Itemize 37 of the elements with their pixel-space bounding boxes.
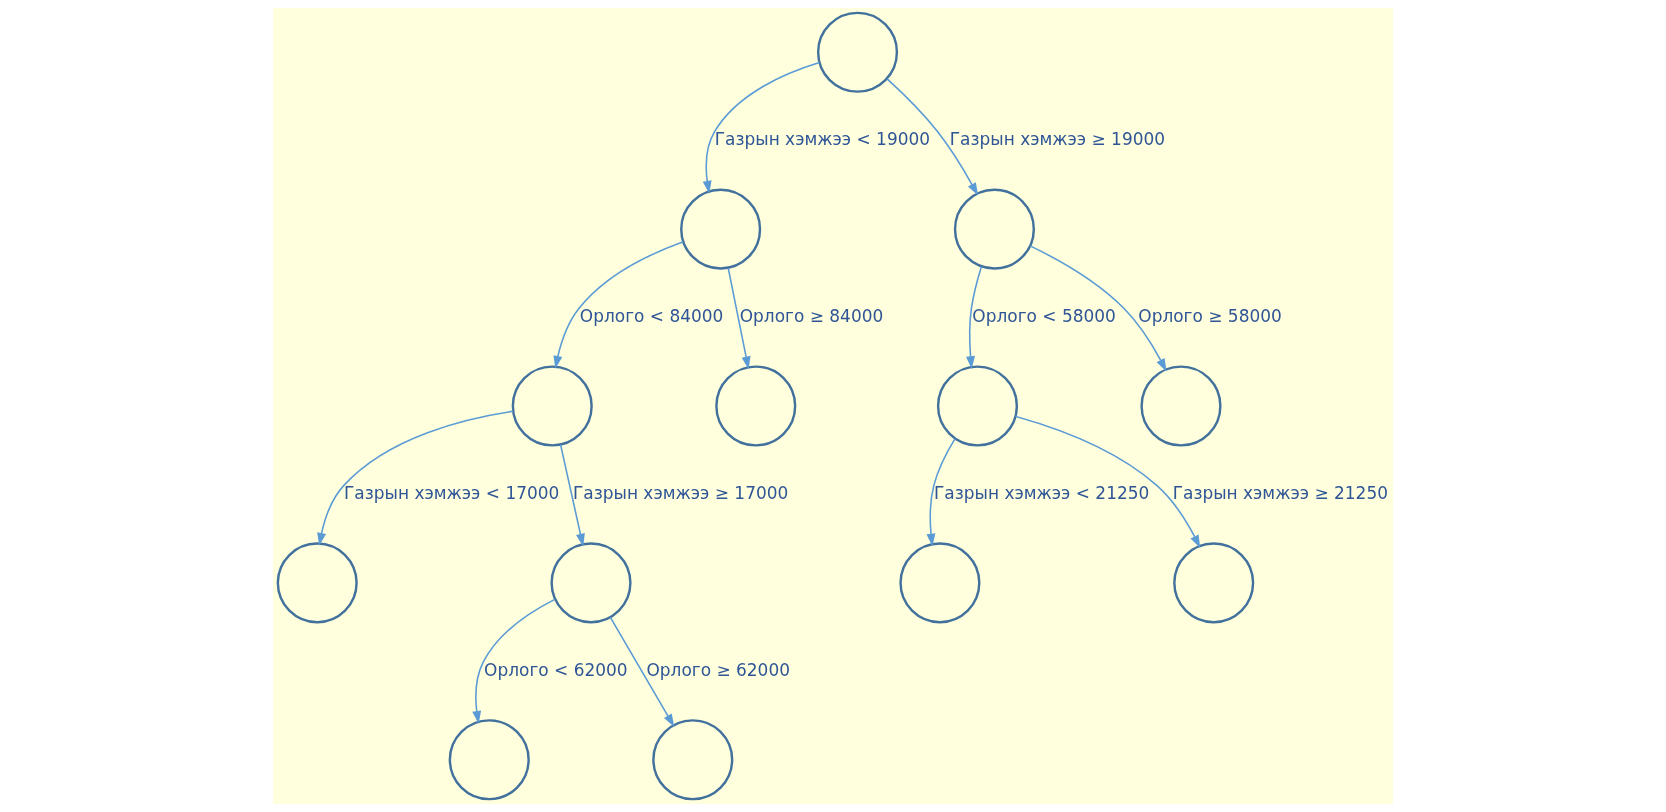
arrow	[317, 410, 514, 546]
edge-label: Газрын хэмжээ < 19000	[714, 129, 931, 150]
arrow	[886, 78, 979, 196]
arrow	[727, 267, 751, 370]
edge-label: Орлого ≥ 62000	[646, 659, 790, 680]
node-circle	[276, 542, 358, 624]
edge-label: Орлого ≥ 84000	[739, 306, 884, 327]
node-circle	[511, 365, 593, 447]
node-circle	[680, 188, 762, 270]
arrow	[966, 265, 983, 370]
node-circle	[652, 719, 734, 801]
arrow	[1029, 245, 1167, 372]
edge-label: Газрын хэмжээ < 17000	[344, 482, 560, 503]
edge-label: Газрын хэмжээ ≥ 19000	[949, 129, 1166, 150]
edge-label: Орлого < 62000	[484, 659, 628, 680]
edge-label: Газрын хэмжээ ≥ 17000	[573, 482, 789, 503]
node-circle	[1173, 542, 1255, 624]
edge-label: Газрын хэмжээ < 21250	[934, 482, 1150, 503]
node-circle	[715, 365, 797, 447]
node-circle	[899, 542, 981, 624]
edge-label: Газрын хэмжээ ≥ 21250	[1172, 482, 1388, 503]
arrow	[1014, 415, 1201, 548]
node-circle	[816, 11, 899, 93]
arrow	[926, 437, 956, 547]
arrow	[702, 61, 821, 194]
arrow	[609, 616, 675, 727]
edge-label: Орлого < 58000	[972, 306, 1116, 327]
node-circle	[936, 365, 1019, 447]
node-circle	[448, 719, 530, 801]
node-circle	[1140, 365, 1222, 447]
edge-label: Орлого ≥ 58000	[1138, 306, 1282, 327]
arrow	[559, 443, 585, 547]
arrow	[553, 240, 684, 369]
edge-label: Орлого < 84000	[579, 306, 724, 327]
node-circle	[550, 542, 632, 624]
node-circle	[953, 188, 1035, 270]
arrow	[472, 598, 556, 724]
